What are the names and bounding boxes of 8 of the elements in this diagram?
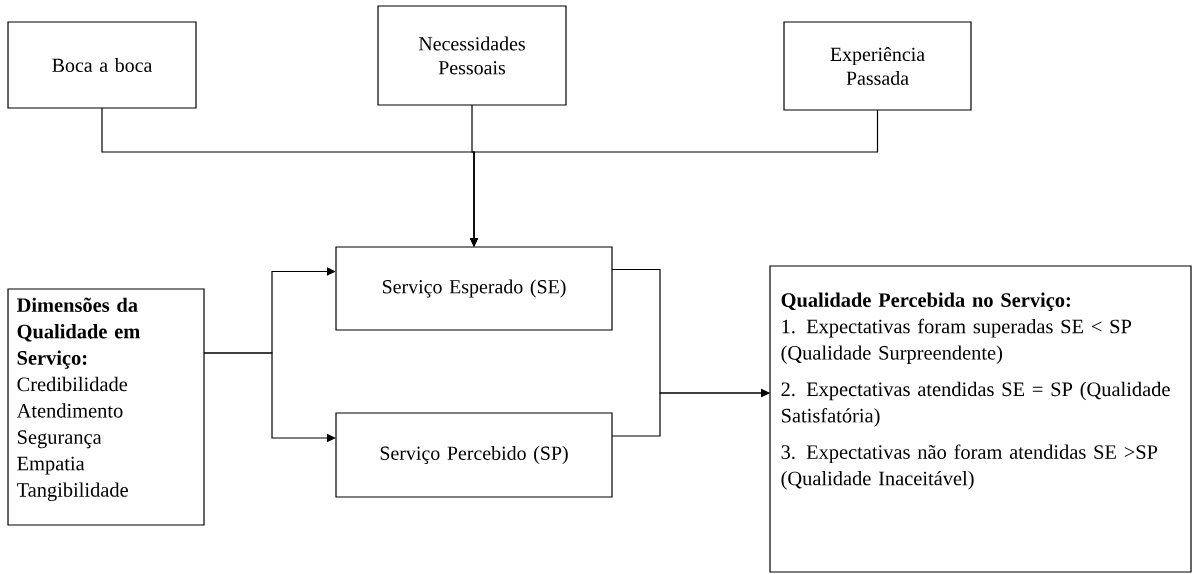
process-box: Serviço Percebido (SP) [335, 412, 613, 498]
process-box: Experiência Passada [783, 21, 972, 111]
process-box: Qualidade Percebida no Serviço: 1. Expectativas foram superadas SE < SP (Qualidade Surpreendente) 2. Expectativas atendidas SE = SP (Qualidade Satisfatória) 3. Expectativas não foram atendidas SE >SP (Qualidade Inaceitável) [769, 265, 1192, 573]
arrow [611, 388, 770, 437]
process-box: Necessidades Pessoais [377, 5, 567, 106]
process-box: Boca a boca [7, 21, 197, 109]
process-box: Serviço Esperado (SE) [335, 246, 613, 331]
process-box: Dimensões da Qualidade em Serviço: Credibilidade Atendimento Segurança Empatia Tangibilidade [7, 288, 205, 526]
